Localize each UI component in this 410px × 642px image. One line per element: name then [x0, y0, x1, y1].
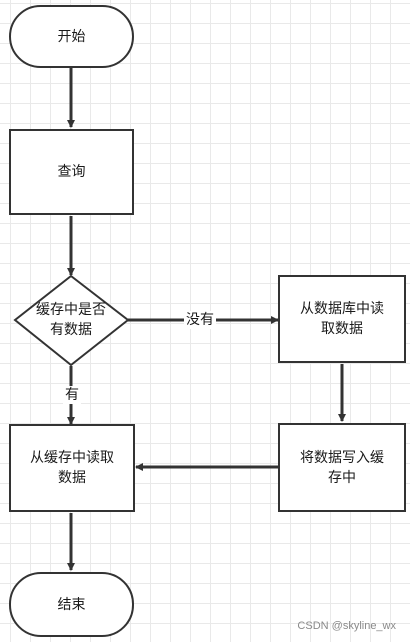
decision-node: 缓存中是否 有数据 — [23, 298, 119, 342]
read-db-node: 从数据库中读 取数据 — [278, 275, 406, 363]
decision-label: 缓存中是否 有数据 — [36, 302, 106, 338]
read-db-label: 从数据库中读 取数据 — [300, 301, 384, 337]
read-cache-node: 从缓存中读取 数据 — [9, 424, 135, 512]
query-label: 查询 — [57, 164, 86, 180]
watermark: CSDN @skyline_wx — [297, 620, 396, 632]
start-node: 开始 — [9, 5, 134, 68]
read-cache-label: 从缓存中读取 数据 — [30, 450, 114, 486]
start-label: 开始 — [57, 28, 86, 45]
decision-diamond — [13, 274, 130, 367]
write-cache-label: 将数据写入缓 存中 — [300, 449, 384, 486]
query-node: 查询 — [9, 129, 134, 215]
end-label: 结束 — [57, 596, 86, 613]
write-cache-node: 将数据写入缓 存中 — [278, 423, 406, 512]
edge-label-no: 没有 — [184, 311, 216, 329]
edge-label-yes: 有 — [63, 386, 81, 404]
end-node: 结束 — [9, 572, 134, 637]
